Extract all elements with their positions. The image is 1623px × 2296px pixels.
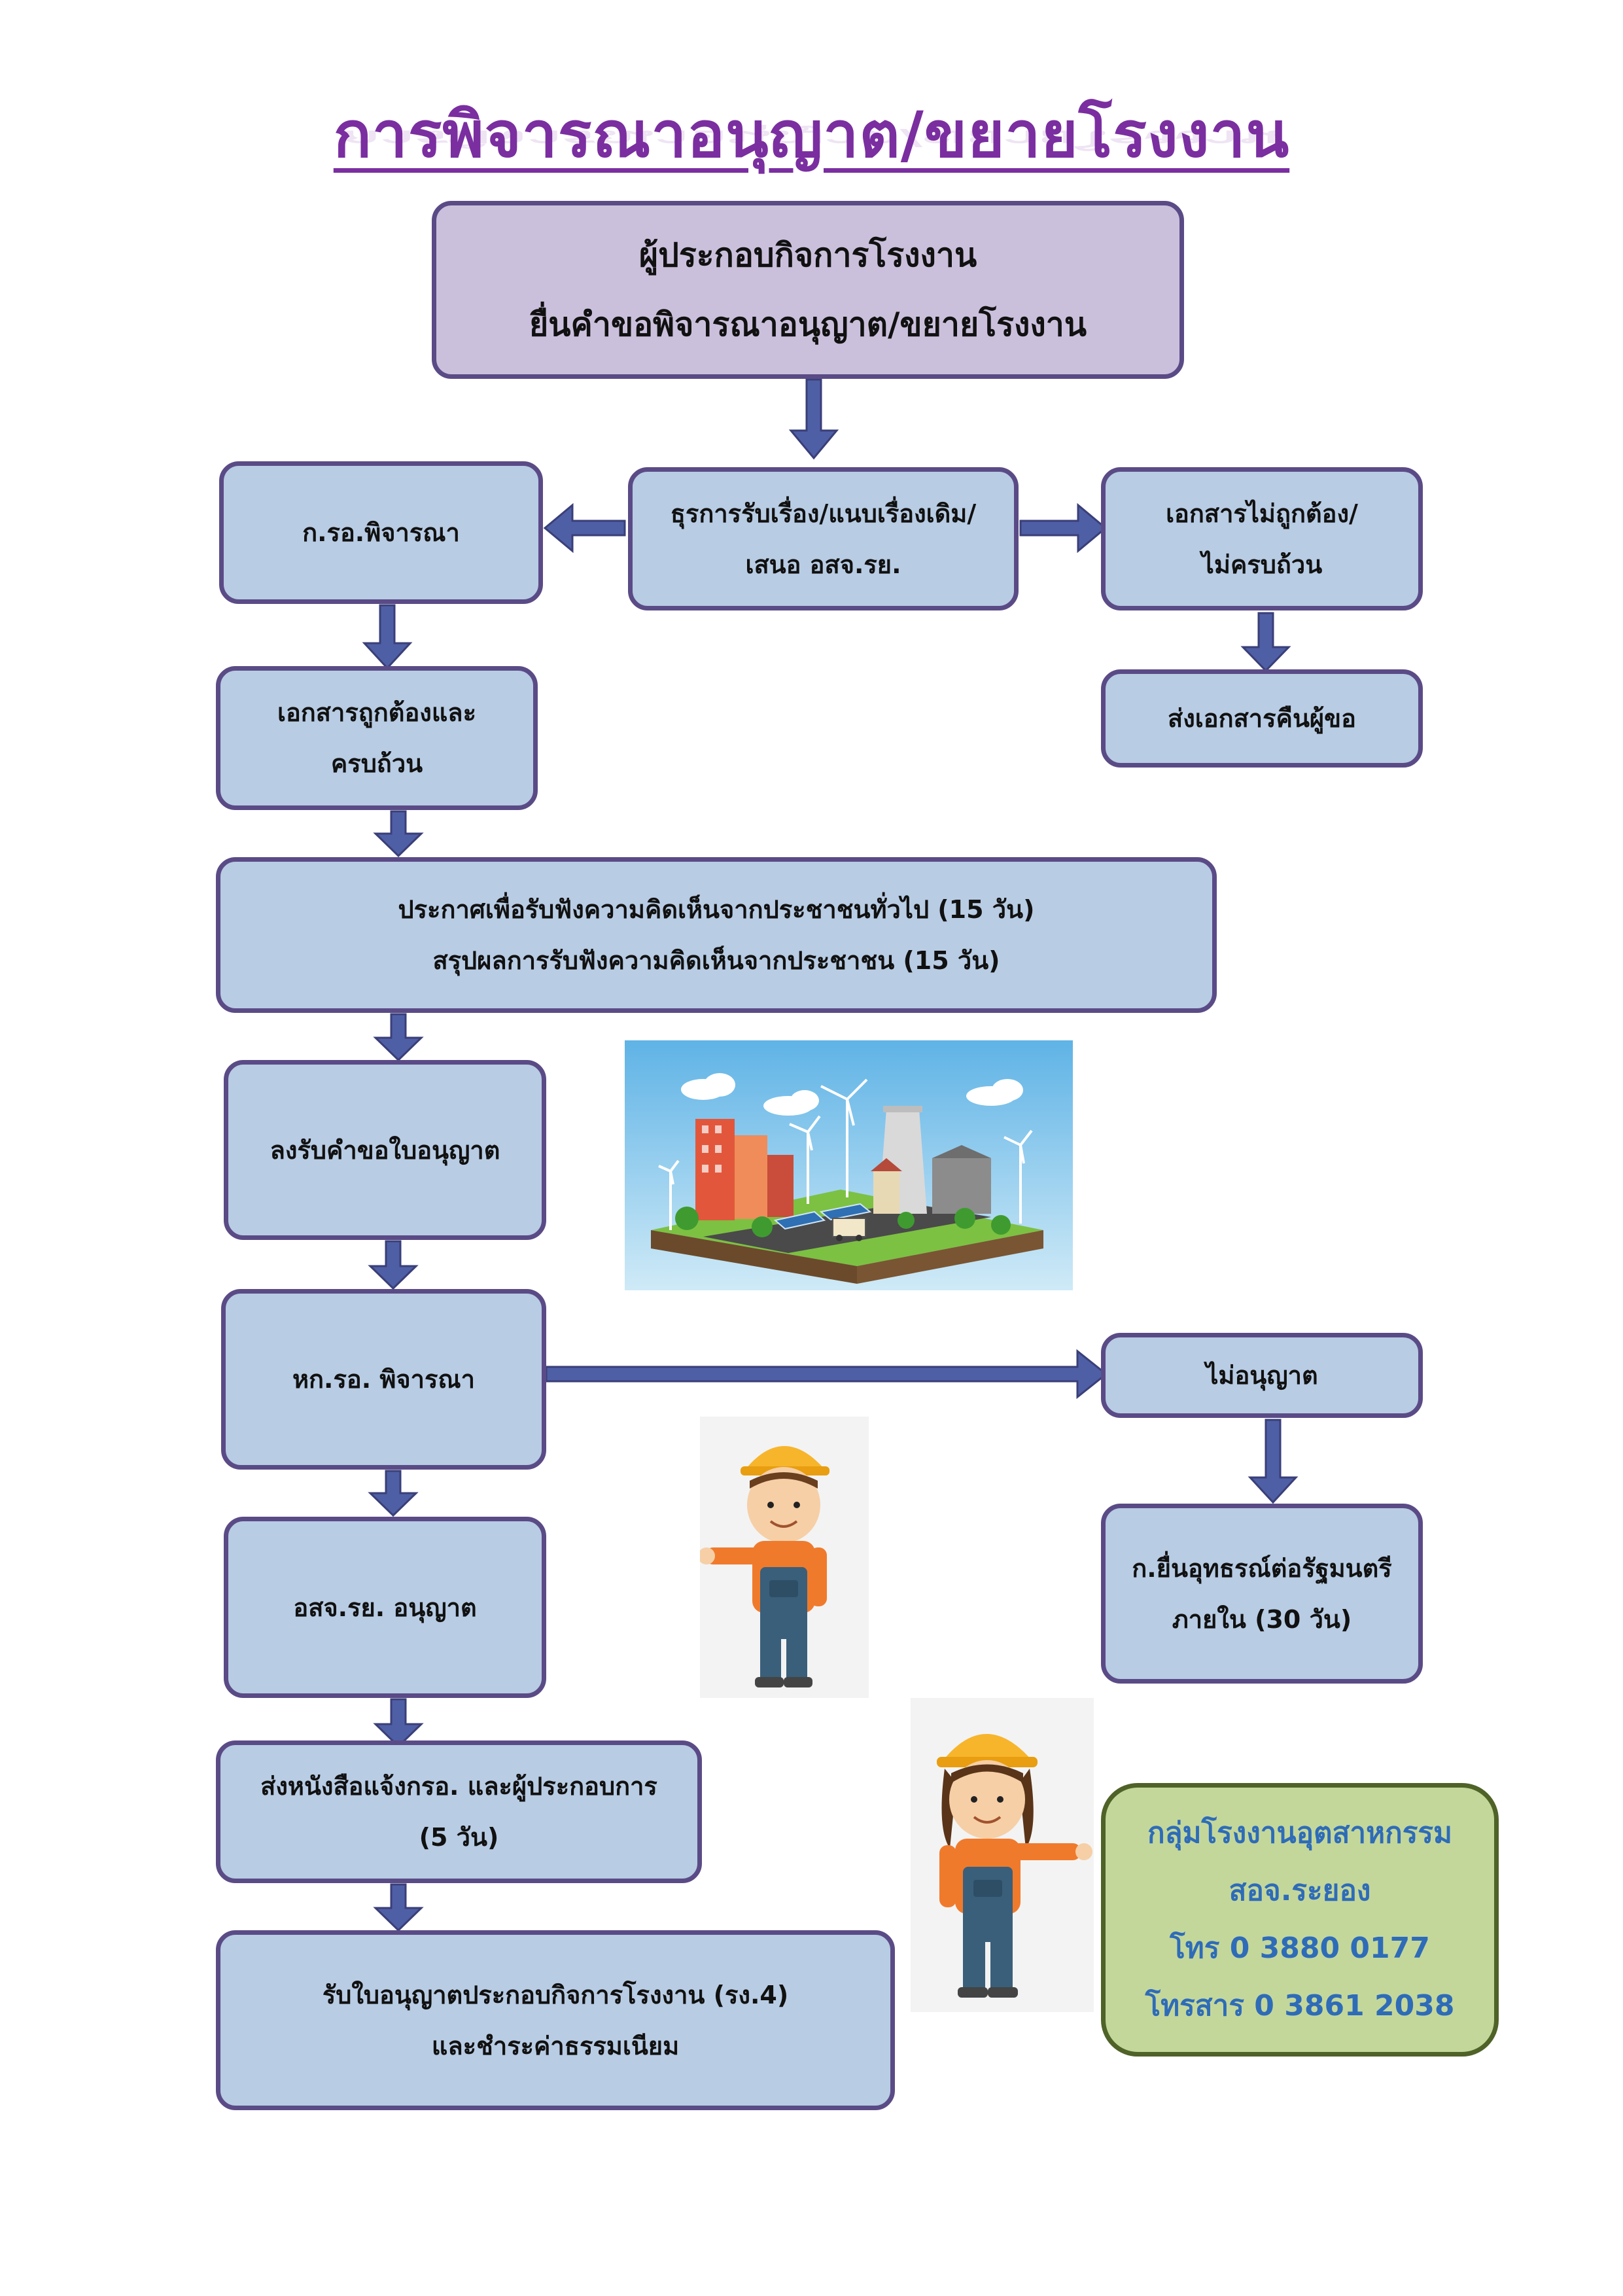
krao-consider-box: ก.รอ.พิจารณา <box>219 461 543 604</box>
engineer-female-illustration <box>911 1698 1094 2012</box>
arrow-krao-to-correct <box>362 604 413 670</box>
arrow-hkrao-to-permitted <box>368 1470 419 1517</box>
docs-correct-box: เอกสารถูกต้องและ ครบถ้วน <box>216 666 538 810</box>
contact-fax: โทรสาร 0 3861 2038 <box>1145 1989 1455 2022</box>
notify-line2: (5 วัน) <box>419 1823 499 1852</box>
public-hearing-box: ประกาศเพื่อรับฟังความคิดเห็นจากประชาชนทั… <box>216 857 1217 1013</box>
arrow-sign-to-hkrao <box>368 1240 419 1290</box>
receive-license-line2: และชำระค่าธรรมเนียม <box>431 2031 680 2060</box>
arrow-registry-to-incorrect <box>1019 503 1108 554</box>
not-permitted-line1: ไม่อนุญาต <box>1206 1361 1318 1390</box>
sign-request-line1: ลงรับคำขอใบอนุญาต <box>270 1135 500 1165</box>
contact-office: สอจ.ระยอง <box>1229 1874 1371 1907</box>
public-hearing-line1: ประกาศเพื่อรับฟังความคิดเห็นจากประชาชนทั… <box>398 895 1035 924</box>
arrow-registry-to-krao <box>543 503 626 554</box>
krao-consider-line1: ก.รอ.พิจารณา <box>302 518 460 547</box>
applicant-box: ผู้ประกอบกิจการโรงงาน ยื่นคำขอพิจารณาอนุ… <box>432 201 1184 379</box>
arrow-applicant-to-registry <box>788 378 839 460</box>
permitted-box: อสจ.รย. อนุญาต <box>224 1517 546 1698</box>
registry-line1: ธุรการรับเรื่อง/แนบเรื่องเดิม/ <box>670 499 977 528</box>
arrow-hkrao-to-notpermitted <box>545 1349 1108 1400</box>
receive-license-box: รับใบอนุญาตประกอบกิจการโรงงาน (รง.4) และ… <box>216 1930 895 2110</box>
arrow-notify-to-receive <box>373 1883 424 1932</box>
public-hearing-line2: สรุปผลการรับฟังความคิดเห็นจากประชาชน (15… <box>432 946 1000 975</box>
hkrao-consider-box: หก.รอ. พิจารณา <box>221 1289 546 1470</box>
appeal-line1: ก.ยื่นอุทธรณ์ต่อรัฐมนตรี <box>1132 1553 1392 1583</box>
docs-incorrect-line2: ไม่ครบถ้วน <box>1201 550 1323 579</box>
contact-box: กลุ่มโรงงานอุตสาหกรรม สอจ.ระยอง โทร 0 38… <box>1101 1783 1499 2057</box>
registry-line2: เสนอ อสจ.รย. <box>745 550 901 579</box>
docs-correct-line1: เอกสารถูกต้องและ <box>277 698 477 727</box>
appeal-box: ก.ยื่นอุทธรณ์ต่อรัฐมนตรี ภายใน (30 วัน) <box>1101 1504 1423 1684</box>
arrow-permitted-to-notify <box>373 1698 424 1748</box>
applicant-line2: ยื่นคำขอพิจารณาอนุญาต/ขยายโรงงาน <box>529 306 1087 344</box>
arrow-notpermitted-to-appeal <box>1248 1419 1299 1504</box>
not-permitted-box: ไม่อนุญาต <box>1101 1333 1423 1418</box>
notify-box: ส่งหนังสือแจ้งกรอ. และผู้ประกอบการ (5 วั… <box>216 1740 702 1883</box>
city-factory-illustration <box>625 1040 1073 1290</box>
receive-license-line1: รับใบอนุญาตประกอบกิจการโรงงาน (รง.4) <box>322 1980 789 2009</box>
docs-incorrect-line1: เอกสารไม่ถูกต้อง/ <box>1166 499 1358 528</box>
permitted-line1: อสจ.รย. อนุญาต <box>293 1593 477 1622</box>
registry-box: ธุรการรับเรื่อง/แนบเรื่องเดิม/ เสนอ อสจ.… <box>628 467 1019 610</box>
docs-incorrect-box: เอกสารไม่ถูกต้อง/ ไม่ครบถ้วน <box>1101 467 1423 610</box>
notify-line1: ส่งหนังสือแจ้งกรอ. และผู้ประกอบการ <box>260 1772 657 1801</box>
page-title: การพิจารณาอนุญาต/ขยายโรงงาน <box>333 98 1290 171</box>
arrow-incorrect-to-return <box>1240 612 1291 673</box>
applicant-line1: ผู้ประกอบกิจการโรงงาน <box>638 236 977 274</box>
return-docs-line1: ส่งเอกสารคืนผู้ขอ <box>1168 704 1356 733</box>
arrow-correct-to-hearing <box>373 810 424 858</box>
sign-request-box: ลงรับคำขอใบอนุญาต <box>224 1060 546 1240</box>
docs-correct-line2: ครบถ้วน <box>330 749 423 778</box>
appeal-line2: ภายใน (30 วัน) <box>1172 1604 1352 1634</box>
contact-phone: โทร 0 3880 0177 <box>1170 1932 1430 1965</box>
return-docs-box: ส่งเอกสารคืนผู้ขอ <box>1101 669 1423 768</box>
hkrao-consider-line1: หก.รอ. พิจารณา <box>292 1365 476 1394</box>
contact-group: กลุ่มโรงงานอุตสาหกรรม <box>1147 1816 1453 1850</box>
arrow-hearing-to-sign <box>373 1013 424 1062</box>
engineer-male-illustration <box>700 1417 869 1698</box>
